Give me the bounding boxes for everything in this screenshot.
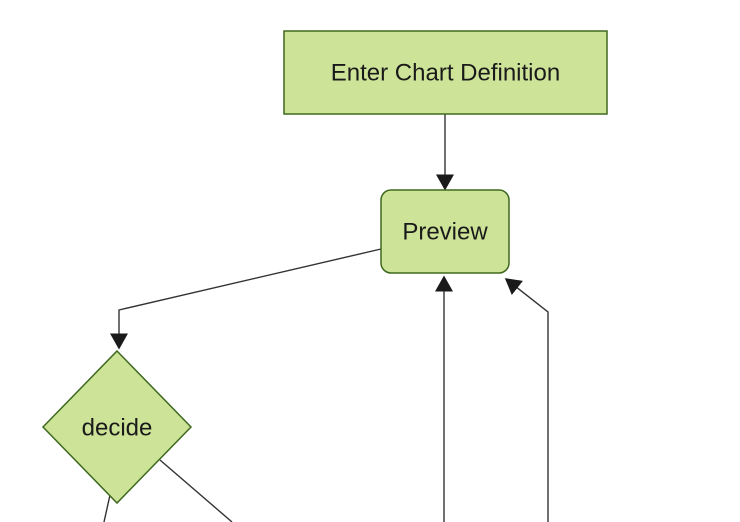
- decide-diamond: [41, 349, 193, 505]
- edge-layer: [103, 114, 549, 522]
- edge-offscreen-right-to-preview: [504, 278, 549, 522]
- node-preview-label: Preview: [402, 219, 488, 246]
- enter-chart-definition-box: [283, 30, 608, 115]
- edge-preview-to-decide: [110, 248, 382, 350]
- node-enter-chart-definition-label: Enter Chart Definition: [331, 60, 560, 87]
- preview-box: [380, 189, 510, 274]
- node-preview: Preview: [380, 189, 510, 274]
- node-enter-chart-definition: Enter Chart Definition: [283, 30, 608, 115]
- node-decide-label: decide: [82, 415, 153, 442]
- edge-decide-to-offscreen-1: [103, 494, 111, 522]
- node-decide: decide: [41, 349, 193, 505]
- edge-decide-to-offscreen-2: [159, 459, 233, 522]
